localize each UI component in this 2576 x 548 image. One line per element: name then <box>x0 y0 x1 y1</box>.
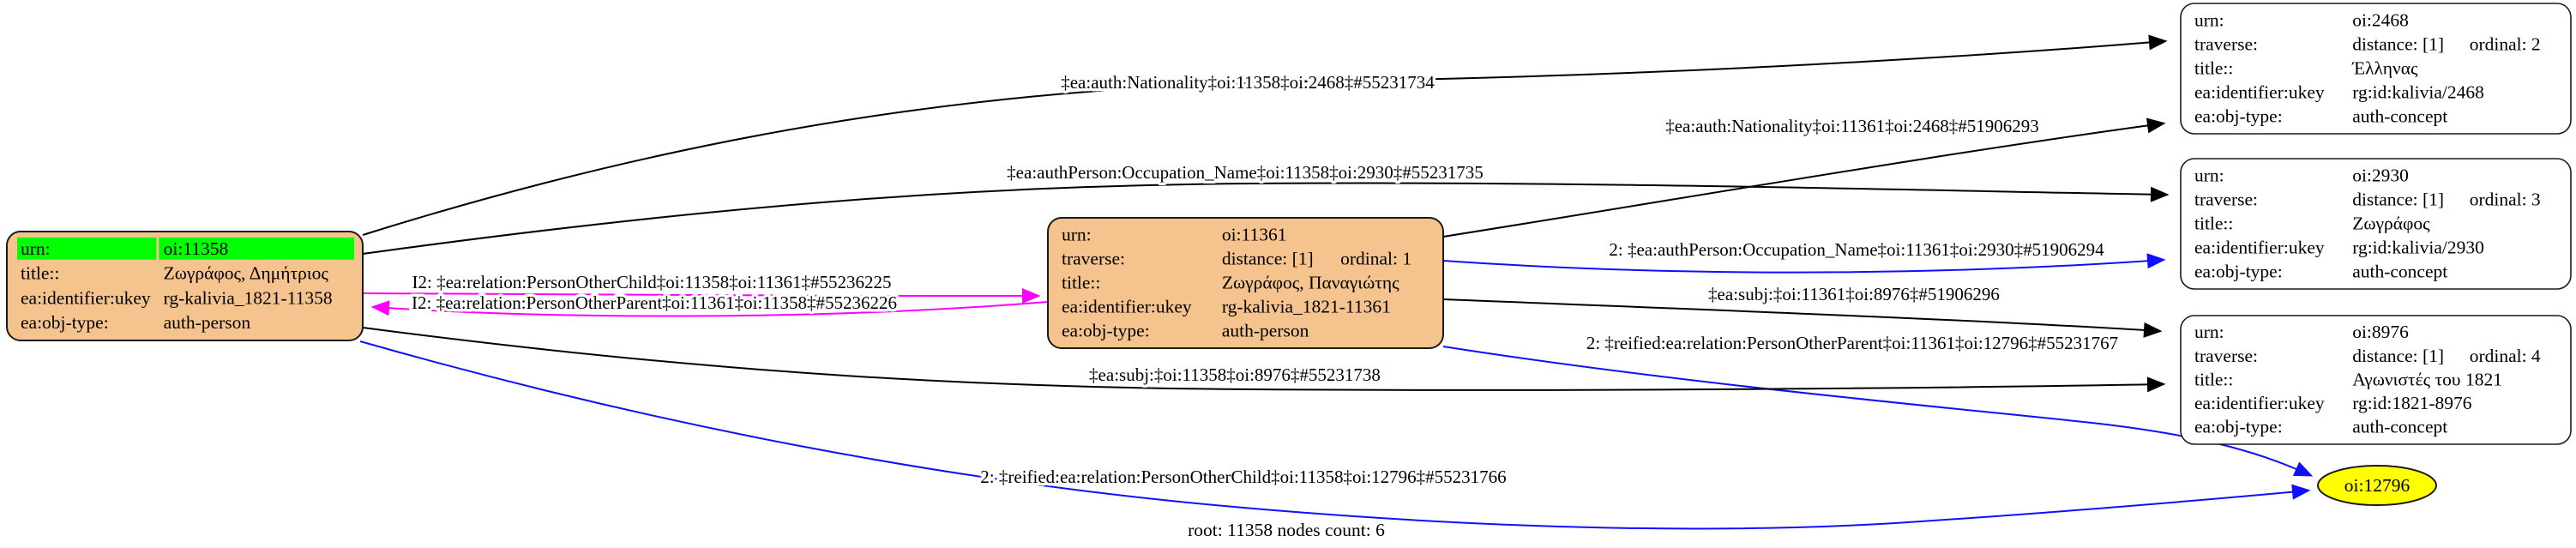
edge-subj-11358-8976 <box>362 327 2166 393</box>
node-oi-8976-row1-value: ordinal: 4 <box>2470 346 2541 366</box>
node-oi-2930-row1-key: traverse: <box>2194 189 2258 209</box>
node-oi-2930-row0-key: urn: <box>2194 165 2224 185</box>
edge-reified-parent-11361-12796 <box>1442 346 2314 477</box>
node-oi-11361-row1-value: distance: [1] <box>1222 248 1314 268</box>
node-oi-8976-row1-key: traverse: <box>2194 346 2258 366</box>
node-oi-2468[interactable]: urn: oi:2468 traverse: distance: [1] ordinal… <box>2180 3 2572 135</box>
edge-label-reified-child-11358-12796: 2: ‡reified:ea:relation:PersonOtherChild… <box>980 467 1506 487</box>
node-oi-11358-row2-value: rg-kalivia_1821-11358 <box>164 287 333 308</box>
node-oi-2468-row2-key: title:: <box>2194 57 2233 78</box>
node-oi-8976-row3-key: ea:identifier:ukey <box>2194 393 2325 413</box>
edge-subj-11361-8976 <box>1442 298 2163 338</box>
urn-highlight-value-cell <box>159 238 354 260</box>
node-oi-11361-row2-key: title:: <box>1062 272 1100 292</box>
node-oi-2930-row3-key: ea:identifier:ukey <box>2194 237 2325 257</box>
node-oi-11361-row0-key: urn: <box>1062 224 1092 244</box>
node-oi-11358-row1-key: title:: <box>21 263 59 284</box>
node-oi-2930-row2-value: Ζωγράφος <box>2352 213 2430 233</box>
edge-reified-child-11358-12796 <box>359 340 2311 530</box>
node-oi-2468-row1-key: traverse: <box>2194 33 2258 54</box>
node-oi-11358-row0-value: oi:11358 <box>164 238 229 259</box>
node-oi-2930-row0-value: oi:2930 <box>2352 165 2409 185</box>
edge-nationality-11361-2468 <box>1442 117 2166 238</box>
node-oi-11361-row1-key: traverse: <box>1062 248 1125 268</box>
node-oi-2930-row2-key: title:: <box>2194 213 2233 233</box>
node-oi-2468-row1-value: ordinal: 2 <box>2470 33 2541 54</box>
node-oi-11361[interactable]: urn: oi:11361 traverse: distance: [1] ordina… <box>1047 217 1444 349</box>
edge-label-relation-parent-11361-11358: I2: ‡ea:relation:PersonOtherParent‡oi:11… <box>412 292 897 313</box>
edge-label-subj-11361-8976: ‡ea:subj:‡oi:11361‡oi:8976‡#51906296 <box>1708 284 2000 304</box>
node-oi-2468-row1-value: distance: [1] <box>2352 33 2444 54</box>
node-oi-2930-row1-value: ordinal: 3 <box>2470 189 2541 209</box>
node-oi-8976[interactable]: urn: oi:8976 traverse: distance: [1] ordinal… <box>2180 315 2572 445</box>
node-oi-2468-row0-key: urn: <box>2194 9 2224 30</box>
node-oi-8976-row2-value: Αγωνιστές του 1821 <box>2352 369 2502 389</box>
node-oi-2930-row4-key: ea:obj-type: <box>2194 261 2283 281</box>
edge-label-subj-11358-8976: ‡ea:subj:‡oi:11358‡oi:8976‡#55231738 <box>1089 364 1381 385</box>
node-oi-2468-row4-value: auth-concept <box>2352 105 2447 126</box>
edge-label-reified-parent-11361-12796: 2: ‡reified:ea:relation:PersonOtherParen… <box>1586 333 2118 353</box>
edge-occupation-name-11358-2930 <box>362 182 2170 255</box>
node-oi-11358-row3-value: auth-person <box>164 312 251 333</box>
edge-label-occupation-name-11361-2930: 2: ‡ea:authPerson:Occupation_Name‡oi:113… <box>1609 239 2104 260</box>
node-oi-2930-row1-value: distance: [1] <box>2352 189 2444 209</box>
node-oi-8976-row1-value: distance: [1] <box>2352 346 2444 366</box>
node-oi-8976-row0-key: urn: <box>2194 322 2224 342</box>
graph-caption: root: 11358 nodes count: 6 <box>1188 520 1385 540</box>
node-oi-8976-row4-value: auth-concept <box>2352 417 2447 437</box>
node-oi-2468-row3-key: ea:identifier:ukey <box>2194 81 2325 102</box>
node-oi-2930-row4-value: auth-concept <box>2352 261 2447 281</box>
edge-relation-parent-11361-11358 <box>370 300 1049 317</box>
node-oi-2468-row2-value: Έλληνας <box>2351 57 2418 78</box>
node-oi-11358-row0-key: urn: <box>21 238 51 259</box>
node-oi-11361-row1-value: ordinal: 1 <box>1340 248 1411 268</box>
node-oi-2468-row4-key: ea:obj-type: <box>2194 105 2283 126</box>
node-oi-8976-row4-key: ea:obj-type: <box>2194 417 2283 437</box>
node-oi-11361-row0-value: oi:11361 <box>1222 224 1287 244</box>
node-oi-11361-row3-key: ea:identifier:ukey <box>1062 296 1192 316</box>
edge-label-nationality-11361-2468: ‡ea:auth:Nationality‡oi:11361‡oi:2468‡#5… <box>1665 116 2039 136</box>
node-oi-8976-row2-key: title:: <box>2194 369 2233 389</box>
node-oi-2930-row3-value: rg:id:kalivia/2930 <box>2352 237 2484 257</box>
edge-relation-child-11358-11361 <box>362 287 1041 304</box>
node-oi-11361-row2-value: Ζωγράφος, Παναγιώτης <box>1222 272 1399 292</box>
node-oi-11358-row3-key: ea:obj-type: <box>21 312 109 333</box>
node-oi-11358-row1-value: Ζωγράφος, Δημήτριος <box>164 263 329 284</box>
node-oi-8976-row0-value: oi:8976 <box>2352 322 2409 342</box>
node-oi-11358-row2-key: ea:identifier:ukey <box>21 287 151 308</box>
node-oi-2468-row3-value: rg:id:kalivia/2468 <box>2352 81 2484 102</box>
edge-label-relation-child-11358-11361: I2: ‡ea:relation:PersonOtherChild‡oi:113… <box>412 272 892 292</box>
node-oi-11361-row4-value: auth-person <box>1222 320 1309 340</box>
edge-label-occupation-name-11358-2930: ‡ea:authPerson:Occupation_Name‡oi:11358‡… <box>1007 162 1484 183</box>
node-oi-2468-row0-value: oi:2468 <box>2352 9 2409 30</box>
node-oi-8976-row3-value: rg:id:1821-8976 <box>2352 393 2472 413</box>
urn-highlight-label-cell <box>17 238 157 260</box>
node-oi-12796[interactable]: oi:12796 <box>2317 465 2437 506</box>
node-oi-11361-row3-value: rg-kalivia_1821-11361 <box>1222 296 1391 316</box>
edge-label-nationality-11358-2468: ‡ea:auth:Nationality‡oi:11358‡oi:2468‡#5… <box>1061 72 1435 93</box>
edge-occupation-name-11361-2930 <box>1442 253 2166 274</box>
node-oi-12796-label: oi:12796 <box>2344 475 2410 496</box>
node-oi-2930[interactable]: urn: oi:2930 traverse: distance: [1] ordinal… <box>2180 158 2572 290</box>
edge-nationality-11358-2468 <box>362 34 2168 236</box>
node-oi-11361-row4-key: ea:obj-type: <box>1062 320 1150 340</box>
